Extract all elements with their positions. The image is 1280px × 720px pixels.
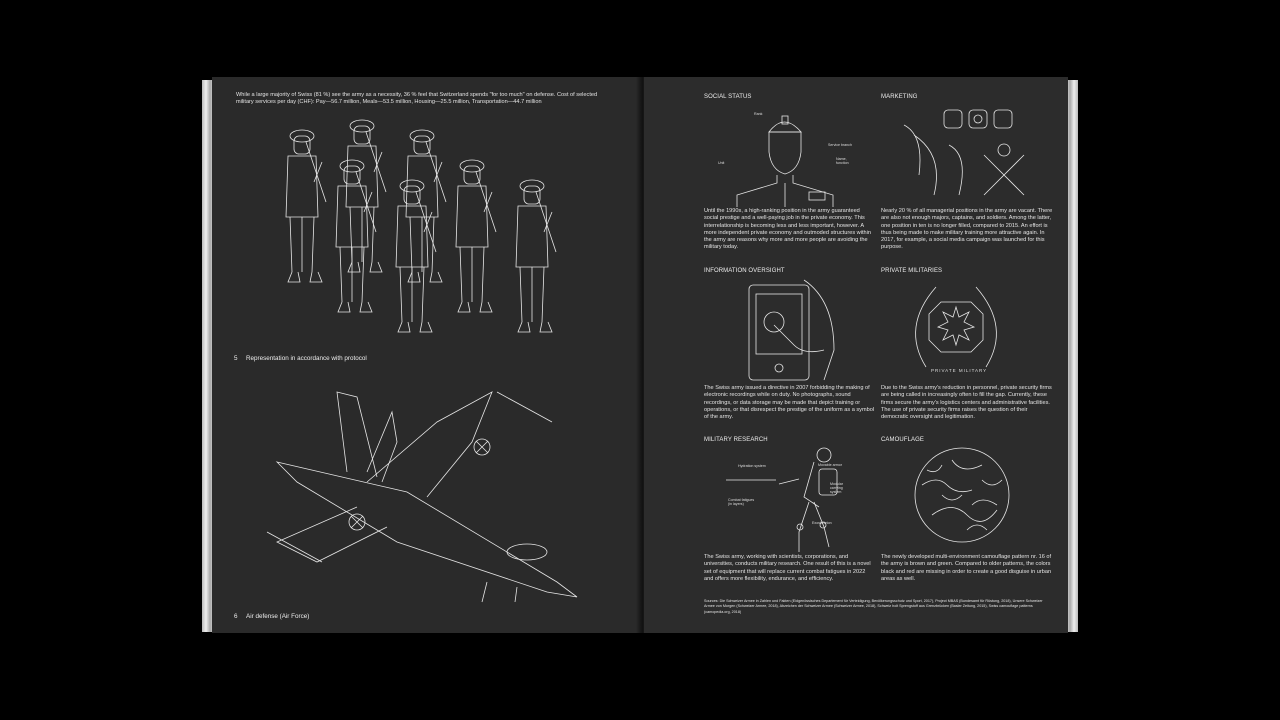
label-service-branch: Service branch bbox=[828, 143, 852, 147]
tablet-hand-illustration bbox=[748, 279, 835, 381]
intro-text: While a large majority of Swiss (81 %) s… bbox=[236, 92, 598, 106]
right-page-edges bbox=[1066, 80, 1078, 632]
label-exoskeleton: Exoskeleton bbox=[812, 521, 832, 525]
heading-marketing: MARKETING bbox=[881, 94, 918, 100]
fighter-jet-illustration bbox=[266, 391, 578, 603]
left-page-edges bbox=[202, 80, 214, 632]
figure-6-caption: Air defense (Air Force) bbox=[246, 613, 310, 620]
information-oversight-text: The Swiss army issued a directive in 200… bbox=[704, 385, 875, 421]
emblem-text: PRIVATE MILITARY bbox=[931, 368, 988, 373]
left-page: While a large majority of Swiss (81 %) s… bbox=[212, 77, 640, 633]
label-modular-carrying-system: Modular carrying system bbox=[830, 482, 843, 494]
figure-5-number: 5 bbox=[234, 355, 238, 362]
label-movable-armor: Movable armor bbox=[818, 463, 842, 467]
label-rank: Rank bbox=[754, 112, 763, 116]
label-combat-fatigues: Combat fatigues (in layers) bbox=[728, 498, 755, 506]
marketing-social-media-illustration bbox=[903, 109, 1025, 196]
right-page: SOCIAL STATUS Rank Service branch Name, … bbox=[644, 77, 1068, 633]
camouflage-text: The newly developed multi-environment ca… bbox=[881, 554, 1052, 582]
figure-5-caption: Representation in accordance with protoc… bbox=[246, 355, 367, 362]
social-status-text: Until the 1990s, a high-ranking position… bbox=[704, 208, 871, 251]
heading-camouflage: CAMOUFLAGE bbox=[881, 437, 925, 443]
label-unit: Unit bbox=[718, 161, 725, 165]
private-militaries-text: Due to the Swiss army's reduction in per… bbox=[881, 385, 1052, 421]
private-military-emblem bbox=[915, 286, 997, 368]
heading-private-militaries: PRIVATE MILITARIES bbox=[881, 268, 943, 274]
sources-text: Sources: Die Schweizer Armee in Zahlen u… bbox=[704, 599, 1043, 614]
heading-information-oversight: INFORMATION OVERSIGHT bbox=[704, 268, 785, 274]
soldiers-illustration bbox=[285, 119, 557, 333]
figure-6-number: 6 bbox=[234, 613, 238, 620]
heading-military-research: MILITARY RESEARCH bbox=[704, 437, 768, 443]
heading-social-status: SOCIAL STATUS bbox=[704, 94, 752, 100]
label-name-function: Name, function bbox=[836, 157, 849, 165]
label-hydration-system: Hydration system bbox=[738, 464, 766, 468]
military-research-text: The Swiss army, working with scientists,… bbox=[704, 554, 871, 582]
marketing-text: Nearly 20 % of all managerial positions … bbox=[881, 208, 1053, 251]
camouflage-pattern-circle bbox=[914, 447, 1010, 543]
soldier-portrait-illustration bbox=[736, 115, 834, 207]
exoskeleton-soldier-illustration bbox=[726, 447, 838, 552]
